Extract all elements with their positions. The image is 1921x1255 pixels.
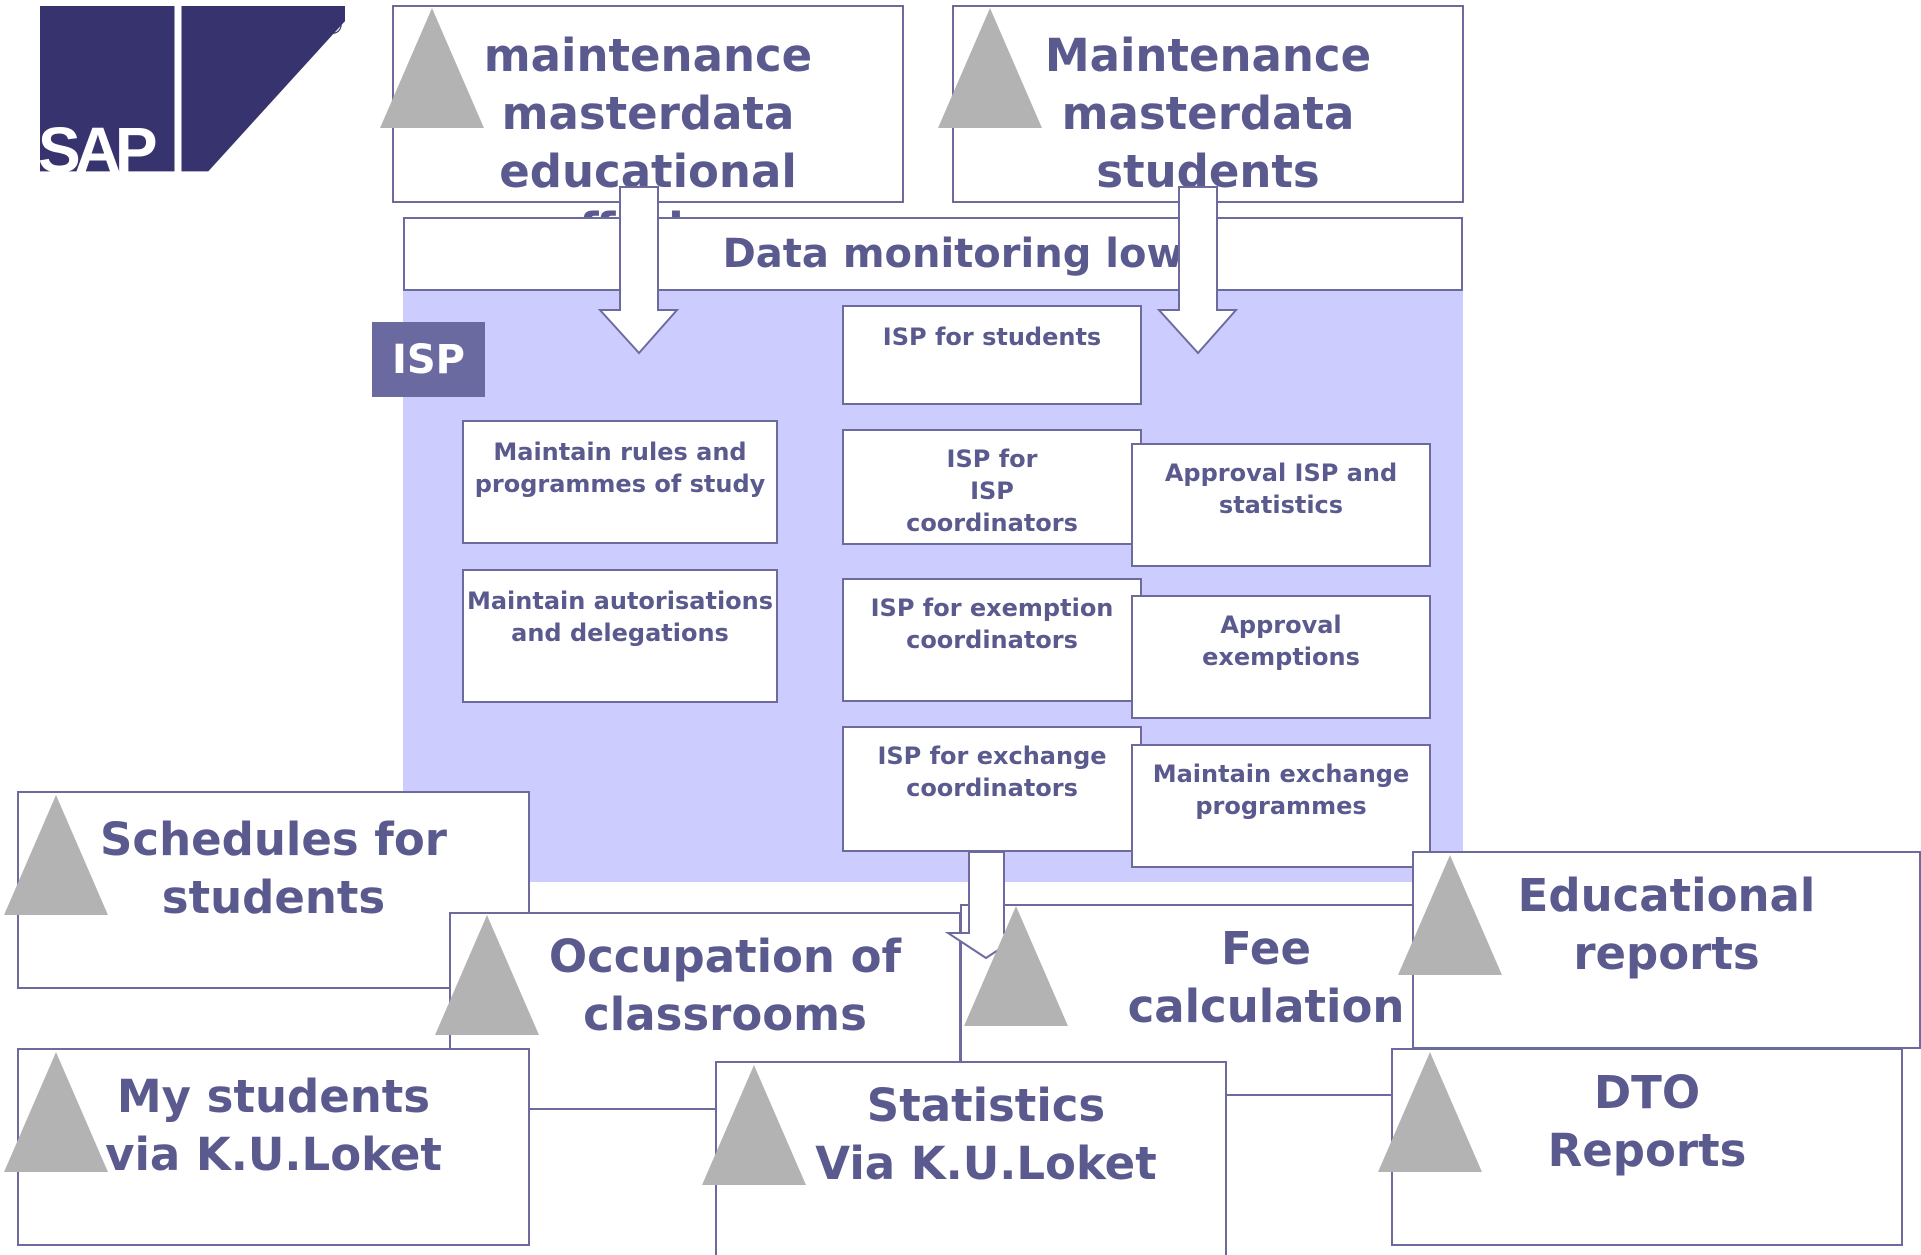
isp-for-exchange-label: ISP for exchange coordinators (877, 742, 1107, 802)
isp-for-students-label: ISP for students (882, 323, 1102, 351)
isp-for-isp-coordinators-label: ISP for ISP coordinators (906, 445, 1078, 537)
isp-tag-label: ISP (391, 336, 465, 383)
educational-reports-label: Educational reports (1517, 869, 1816, 980)
maintenance-students-label: Maintenance masterdata students (1044, 29, 1372, 198)
my-students-box[interactable]: My students via K.U.Loket (17, 1048, 530, 1246)
down-arrow-icon (597, 186, 680, 355)
triangle-icon (938, 8, 1042, 128)
isp-for-exemption-label: ISP for exemption coordinators (870, 594, 1114, 654)
approval-isp-box[interactable]: Approval ISP and statistics (1131, 443, 1431, 567)
isp-for-exemption-box[interactable]: ISP for exemption coordinators (842, 578, 1142, 702)
statistics-label: Statistics Via K.U.Loket (815, 1079, 1157, 1190)
maintain-autorisations-box[interactable]: Maintain autorisations and delegations (462, 569, 778, 703)
triangle-icon (4, 1052, 108, 1172)
dto-reports-label: DTO Reports (1547, 1066, 1747, 1177)
isp-tag: ISP (372, 322, 485, 397)
occupation-box[interactable]: Occupation of classrooms (449, 912, 961, 1110)
triangle-icon (1378, 1052, 1482, 1172)
triangle-icon (702, 1065, 806, 1185)
maintain-autorisations-label: Maintain autorisations and delegations (466, 587, 774, 647)
fee-calculation-label: Fee calculation (1127, 922, 1405, 1033)
educational-reports-box[interactable]: Educational reports (1412, 851, 1921, 1049)
triangle-icon (1398, 855, 1502, 975)
my-students-label: My students via K.U.Loket (105, 1070, 442, 1181)
triangle-icon (964, 906, 1068, 1026)
schedules-box[interactable]: Schedules for students (17, 791, 530, 989)
sap-logo: SAP ® (38, 6, 359, 186)
maintain-rules-box[interactable]: Maintain rules and programmes of study (462, 420, 778, 544)
triangle-icon (380, 8, 484, 128)
approval-exemptions-box[interactable]: Approval exemptions (1131, 595, 1431, 719)
occupation-label: Occupation of classrooms (548, 930, 902, 1041)
sap-logo-text: SAP (40, 114, 156, 176)
data-monitoring-label: Data monitoring low (722, 231, 1184, 277)
triangle-icon (4, 795, 108, 915)
statistics-box[interactable]: Statistics Via K.U.Loket (715, 1061, 1227, 1255)
maintain-rules-label: Maintain rules and programmes of study (474, 438, 766, 498)
isp-for-isp-coordinators-box[interactable]: ISP for ISP coordinators (842, 429, 1142, 545)
triangle-icon (435, 915, 539, 1035)
schedules-label: Schedules for students (100, 813, 447, 924)
down-arrow-icon (1156, 186, 1239, 355)
approval-exemptions-label: Approval exemptions (1202, 611, 1360, 671)
data-monitoring-box[interactable]: Data monitoring low (403, 217, 1463, 291)
maintenance-students-box[interactable]: Maintenance masterdata students (952, 5, 1464, 203)
registered-mark: ® (323, 10, 342, 40)
maintain-exchange-label: Maintain exchange programmes (1152, 760, 1410, 820)
approval-isp-label: Approval ISP and statistics (1164, 459, 1398, 519)
maintain-exchange-box[interactable]: Maintain exchange programmes (1131, 744, 1431, 868)
isp-for-students-box[interactable]: ISP for students (842, 305, 1142, 405)
